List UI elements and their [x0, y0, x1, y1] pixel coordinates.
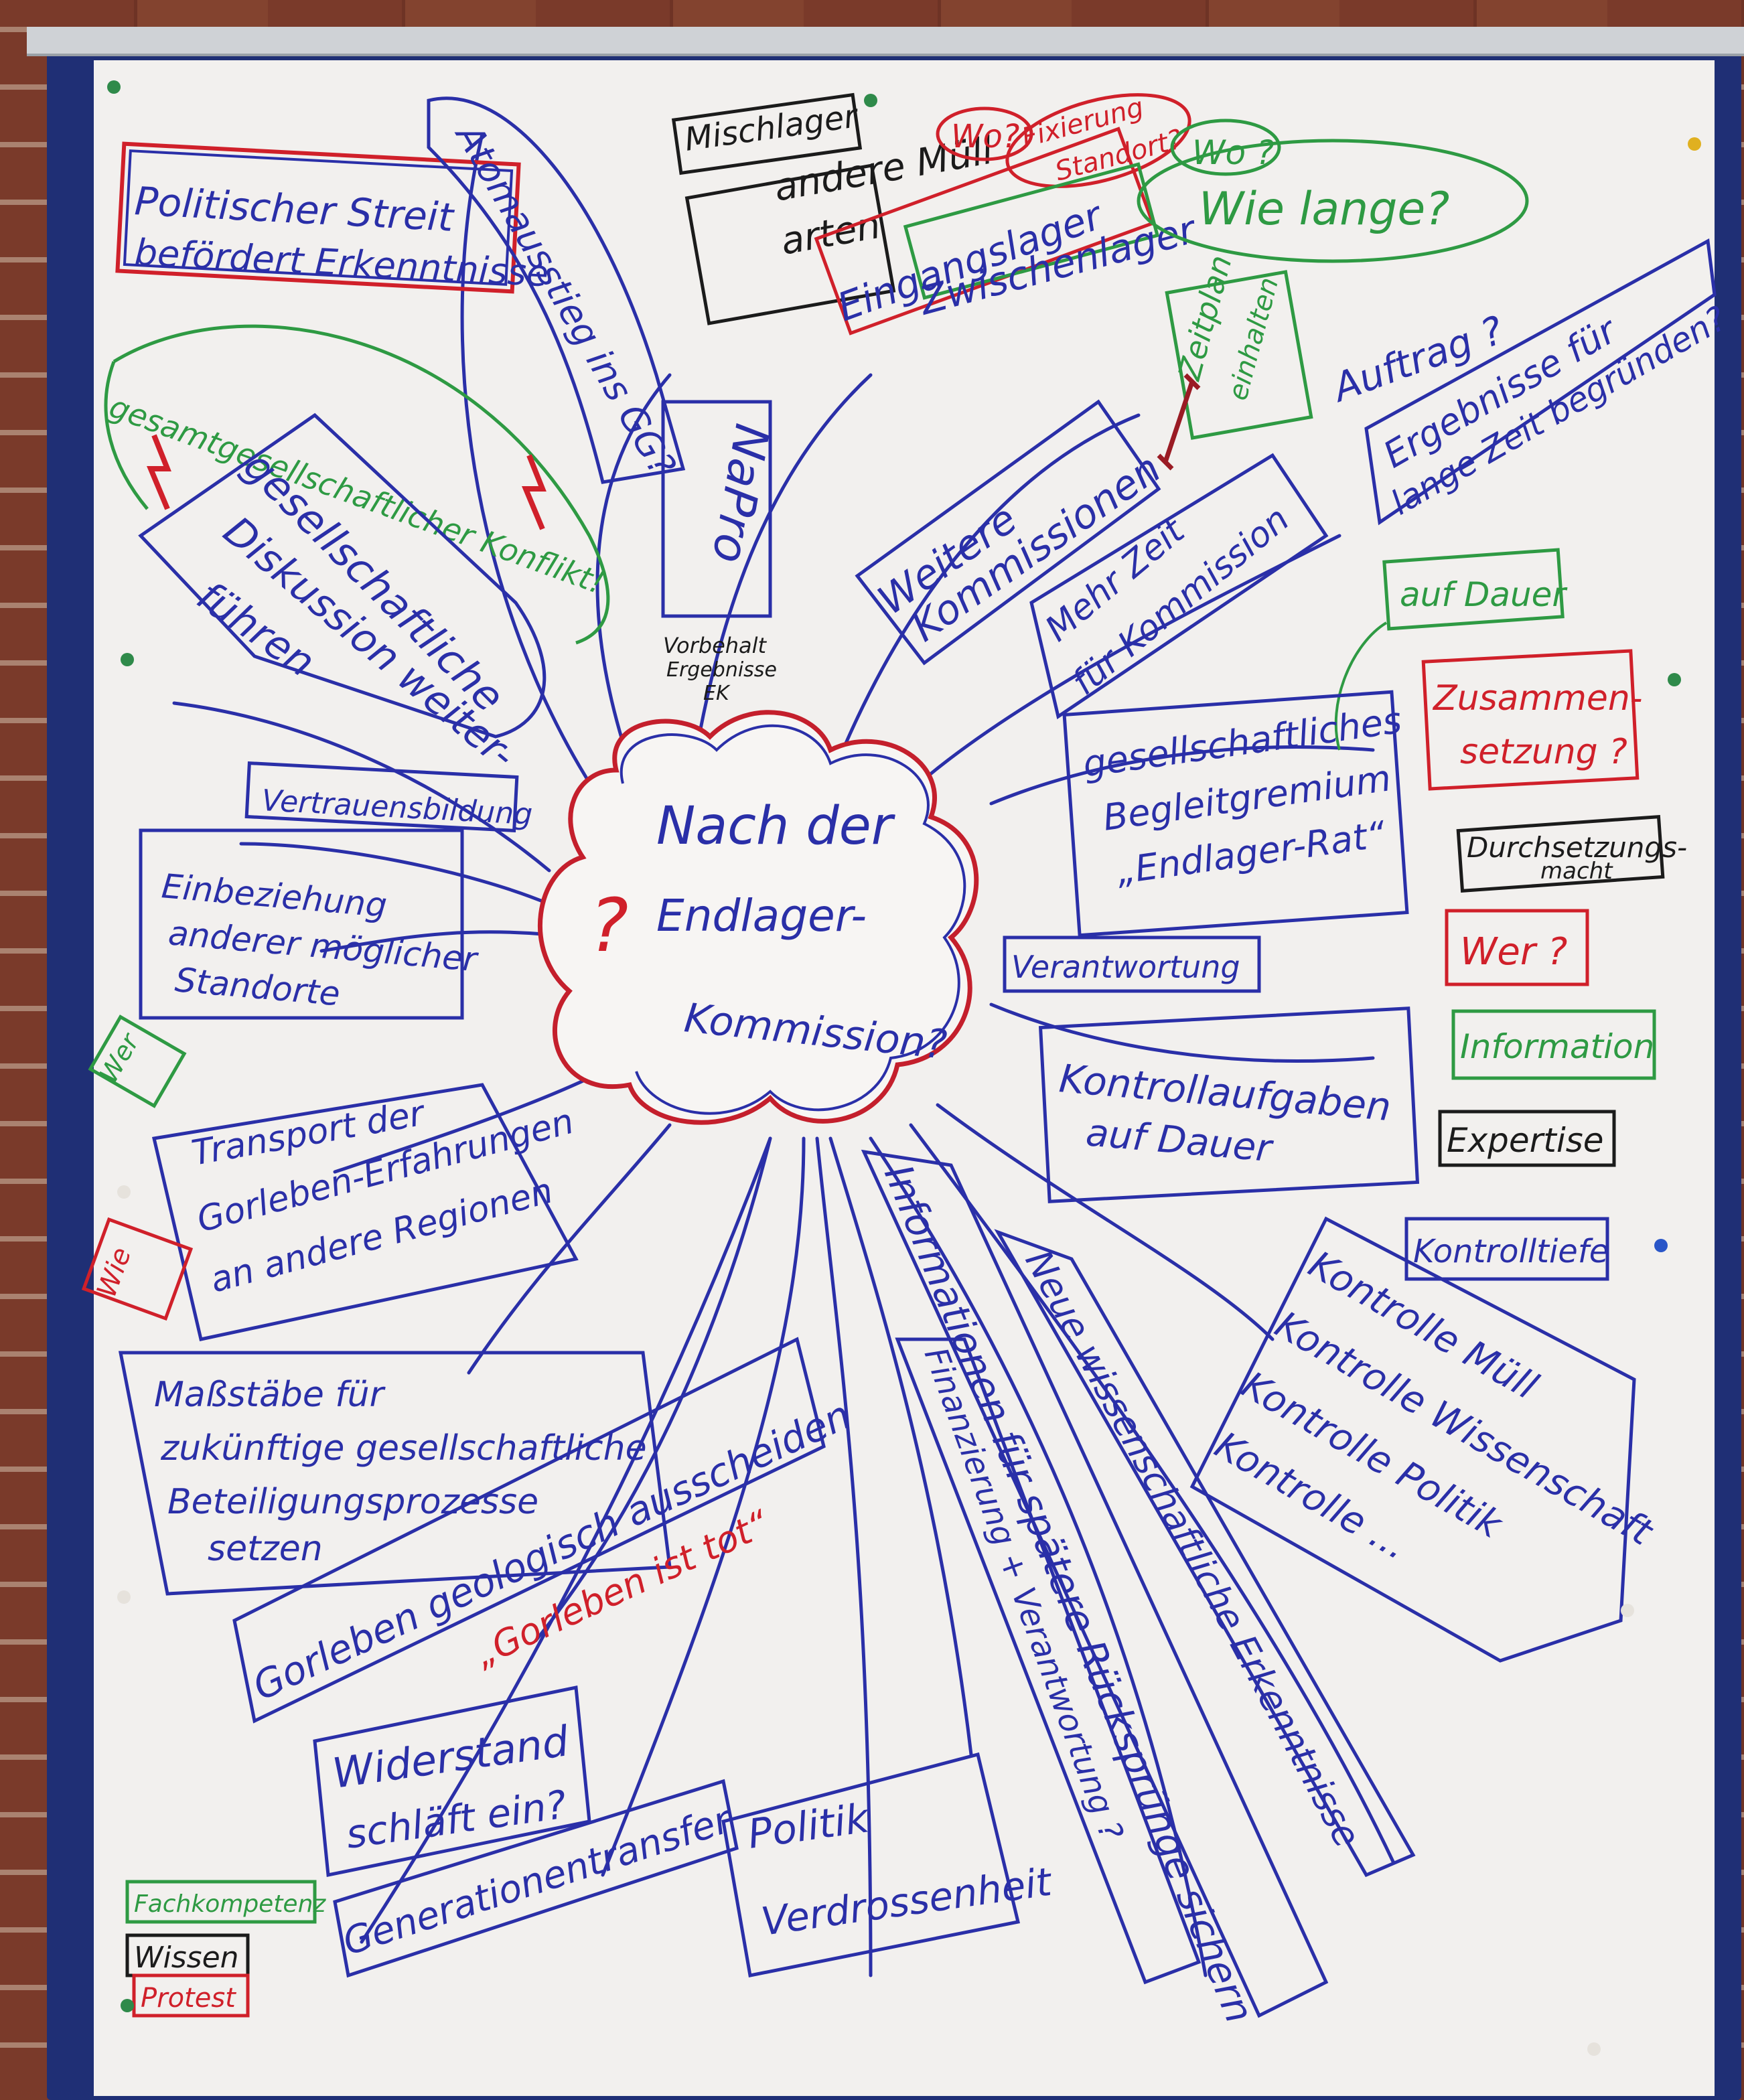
spoke: [989, 1002, 1375, 1063]
zeitplan-line-1: Zeitplan: [1171, 251, 1239, 384]
napro-label: NaPro: [701, 420, 780, 567]
spoke: [460, 132, 605, 806]
protest-box: [132, 1973, 250, 2018]
fachkompetenz-box: [125, 1880, 317, 1924]
spoke: [989, 745, 1375, 806]
expertise-label: Expertise: [1447, 1121, 1604, 1160]
spoke: [869, 1136, 1208, 1977]
wo-green-label: Wo ?: [1192, 133, 1274, 172]
vorbehalt-line-2: Ergebnisse: [666, 658, 777, 682]
massstaebe-line-3: Beteiligungsprozesse: [167, 1482, 538, 1522]
center-line-1: Nach der: [656, 796, 896, 856]
zusammensetzung-line-2: setzung ?: [1460, 732, 1627, 772]
zusammensetzung-line-1: Zusammen-: [1432, 678, 1643, 719]
information-label: Information: [1460, 1027, 1654, 1066]
massstaebe-line-1: Maßstäbe für: [154, 1375, 386, 1415]
lightning-icon: [522, 454, 547, 530]
kontrolltiefe-box: [1404, 1217, 1609, 1281]
protest-label: Protest: [141, 1983, 236, 2014]
massstaebe-line-2: zukünftige gesellschaftliche: [160, 1428, 647, 1469]
wo-red-oval: [936, 106, 1033, 161]
kontrollaufgaben-box: [1038, 1006, 1420, 1203]
pushpins: [107, 80, 1701, 2056]
vorbehalt-line-3: EK: [703, 682, 731, 705]
verantwortung-label: Verantwortung: [1011, 949, 1240, 985]
lightning-icon: [147, 434, 171, 510]
wissen-label: Wissen: [134, 1941, 239, 1975]
pinboard-frame-top: [27, 27, 1744, 56]
center-question-mark: ?: [589, 883, 628, 968]
wer-red-box: [1445, 909, 1589, 986]
wie-red-box: [81, 1217, 194, 1321]
spoke: [909, 1123, 1395, 1864]
expertise-box: [1438, 1110, 1616, 1167]
center-cloud: [538, 710, 979, 1125]
wie-lange-oval: [1137, 139, 1529, 263]
wo-red-label: Wo?: [951, 118, 1019, 155]
auf-dauer-label: auf Dauer: [1400, 575, 1568, 614]
wer-red-label: Wer ?: [1460, 930, 1567, 974]
politik-line-1: Politik: [745, 1795, 873, 1858]
kontrollaufgaben-line-2: auf Dauer: [1084, 1111, 1275, 1171]
durchsetzungsmacht-box: [1456, 814, 1665, 893]
wer-green-box: [88, 1015, 187, 1108]
spoke: [319, 930, 578, 953]
vertrauensbildung-box: [244, 761, 519, 833]
verantwortung-box: [1003, 935, 1261, 993]
massstaebe-line-4: setzen: [208, 1529, 323, 1569]
politischer-streit-line-2: befördert Erkenntnisse: [133, 231, 549, 295]
spoke: [360, 1136, 772, 1944]
center-line-2: Endlager-: [656, 890, 867, 942]
auf-dauer-box: [1382, 548, 1565, 631]
zusammensetzung-box: [1421, 649, 1640, 791]
vorbehalt-line-1: Vorbehalt: [663, 633, 768, 658]
double-arrow-icon: [1157, 373, 1201, 471]
politischer-streit-box: [115, 141, 521, 294]
flipchart-paper: [94, 60, 1715, 2096]
vertrauensbildung-label: Vertrauensbildung: [261, 783, 533, 832]
fachkompetenz-label: Fachkompetenz: [134, 1890, 326, 1918]
spoke: [936, 1103, 1275, 1341]
spoke: [695, 373, 873, 752]
einbeziehung-box: [139, 828, 464, 1020]
spoke: [835, 413, 1141, 765]
politischer-streit-line-1: Politischer Streit: [133, 178, 455, 240]
mischlager-box: [671, 92, 863, 175]
zeitplan-line-2: einhalten: [1222, 274, 1285, 403]
atomausstieg-label: Atomausstieg ins GG?: [447, 115, 684, 483]
durchsetzungsmacht-line-2: macht: [1540, 858, 1613, 885]
durchsetzungsmacht-line-1: Durchsetzungs-: [1467, 831, 1687, 864]
politik-line-2: Verdrossenheit: [758, 1859, 1056, 1945]
spoke: [828, 1136, 973, 1756]
kontrolltiefe-label: Kontrolltiefe: [1413, 1233, 1609, 1270]
information-box: [1451, 1009, 1656, 1080]
spoke: [815, 1136, 873, 1977]
einbeziehung-line-3: Standorte: [173, 960, 342, 1013]
spoke: [534, 1136, 772, 1643]
spoke: [467, 1123, 672, 1375]
spoke: [595, 373, 672, 765]
wer-green-label: Wer: [94, 1027, 146, 1088]
wie-lange-label: Wie lange?: [1199, 183, 1449, 236]
begleitgremium-box: [1062, 690, 1409, 937]
spoke: [601, 1136, 806, 1877]
spoke: [333, 1069, 605, 1174]
spoke: [239, 842, 551, 906]
